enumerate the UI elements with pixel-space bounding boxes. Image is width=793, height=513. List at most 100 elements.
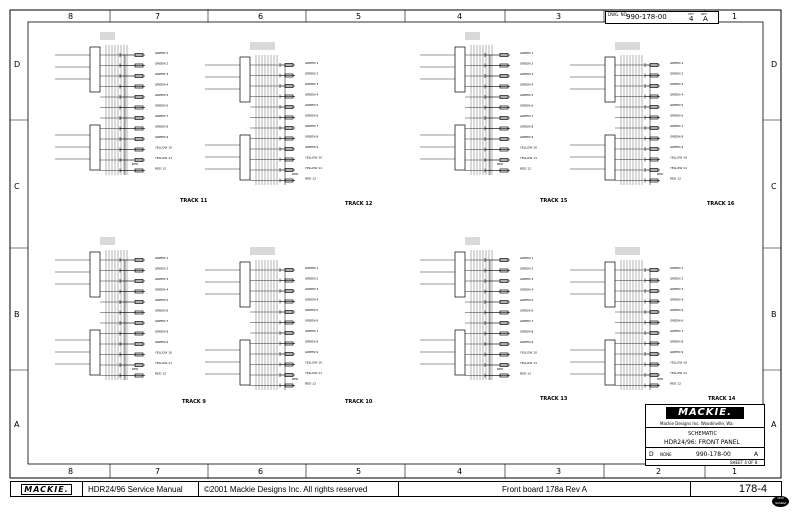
led-label: GREEN 1 (155, 256, 168, 260)
title-scale: NONE (660, 452, 672, 457)
zone-bottom-2: 2 (656, 467, 662, 476)
led-label: GREEN 5 (155, 93, 168, 97)
led-label: GREEN 6 (305, 114, 318, 118)
led-label: GREEN 7 (155, 114, 168, 118)
led-label: YELLOW 10 (305, 361, 322, 365)
ic-chip (239, 261, 251, 308)
zone-right-C: C (771, 182, 777, 191)
title-main: HDR24/96: FRONT PANEL (664, 439, 740, 446)
footer-board: Front board 178a Rev A (399, 482, 691, 496)
track-label-4: TRACK 16 (707, 201, 735, 207)
led-label: GREEN 7 (305, 329, 318, 333)
led-label: RED 12 (305, 382, 316, 386)
led-label: GREEN 2 (305, 277, 318, 281)
zone-bottom-4: 4 (457, 467, 463, 476)
title-logo: MACKIE. (666, 407, 744, 419)
led-label: GREEN 3 (670, 287, 683, 291)
led-label: RED 12 (155, 167, 166, 171)
track-label-3: TRACK 15 (540, 198, 568, 204)
led-label: GREEN 1 (670, 61, 683, 65)
led-label: GREEN 1 (305, 266, 318, 270)
led-label: GREEN 1 (520, 51, 533, 55)
track-label-1: TRACK 11 (180, 198, 208, 204)
circuit-blocks: GREEN 1 GREEN 2 GREEN 3 GREEN 4 GREEN 5 GREEN… (55, 32, 687, 390)
led-label: YELLOW 10 (155, 351, 172, 355)
ic-chip (454, 46, 466, 93)
led-label: GREEN 6 (305, 319, 318, 323)
ic-chip (604, 134, 616, 181)
led-label: GREEN 2 (520, 267, 533, 271)
led-label: GREEN 6 (670, 114, 683, 118)
track-label-5: TRACK 9 (182, 399, 206, 405)
led-label: GREEN 7 (305, 124, 318, 128)
zone-bottom-3: 3 (556, 467, 562, 476)
hdr-badge: HDR SCHEM (772, 496, 789, 507)
led-label: GREEN 7 (520, 319, 533, 323)
corner-dwg-box: DWG. NO. 990-178-00 SHT 4 REV A (605, 11, 719, 24)
led-label: GREEN 2 (670, 72, 683, 76)
ic-chip (454, 329, 466, 376)
led-label: YELLOW 11 (305, 166, 322, 170)
led-label: GREEN 1 (305, 61, 318, 65)
led-label: GREEN 8 (155, 125, 168, 129)
led-label: YELLOW 11 (670, 166, 687, 170)
led-label: GREEN 3 (520, 72, 533, 76)
led-label: GREEN 2 (155, 267, 168, 271)
zone-top-8: 8 (68, 12, 74, 21)
title-size: D (649, 451, 654, 458)
led-label: GREEN 9 (305, 145, 318, 149)
zone-left-A: A (14, 420, 20, 429)
track-label-7: TRACK 13 (540, 396, 568, 402)
led-label: GREEN 5 (520, 93, 533, 97)
ic-chip (604, 339, 616, 386)
led-label: GREEN 7 (520, 114, 533, 118)
zone-right-B: B (771, 310, 777, 319)
led-label: GREEN 9 (155, 135, 168, 139)
ic-chip (89, 46, 101, 93)
led-label: GREEN 7 (155, 319, 168, 323)
led-label: GREEN 3 (670, 82, 683, 86)
led-label: RED 12 (155, 372, 166, 376)
zone-bottom-8: 8 (68, 467, 74, 476)
outer-border (9, 9, 782, 479)
title-company: Mackie Designs Inc. Woodinville, Wa. (660, 421, 734, 426)
led-tag: RED (657, 172, 664, 176)
zone-top-6: 6 (258, 12, 264, 21)
led-label: GREEN 7 (670, 124, 683, 128)
zone-bottom-1: 1 (732, 467, 738, 476)
led-label: GREEN 2 (520, 62, 533, 66)
led-tag: RED (497, 367, 504, 371)
led-label: GREEN 6 (155, 104, 168, 108)
title-rev: A (754, 451, 759, 458)
led-label: GREEN 9 (670, 350, 683, 354)
led-label: GREEN 6 (520, 309, 533, 313)
ic-chip (604, 261, 616, 308)
led-label: GREEN 3 (305, 287, 318, 291)
led-label: GREEN 8 (155, 330, 168, 334)
led-label: GREEN 6 (670, 319, 683, 323)
led-label: GREEN 8 (670, 135, 683, 139)
led-label: GREEN 1 (155, 51, 168, 55)
ic-chip (604, 56, 616, 103)
ic-chip (454, 251, 466, 298)
led-label: GREEN 3 (155, 72, 168, 76)
led-label: GREEN 1 (520, 256, 533, 260)
zone-bottom-6: 6 (258, 467, 264, 476)
led-label: GREEN 4 (670, 298, 683, 302)
led-label: GREEN 8 (520, 125, 533, 129)
led-tag: RED (657, 377, 664, 381)
led-label: RED 12 (520, 372, 531, 376)
zone-top-5: 5 (356, 12, 362, 21)
title-block: MACKIE. Mackie Designs Inc. Woodinville,… (645, 404, 765, 466)
led-label: GREEN 2 (305, 72, 318, 76)
led-label: GREEN 9 (520, 135, 533, 139)
page-footer: MACKIE. HDR24/96 Service Manual ©2001 Ma… (10, 481, 782, 497)
led-label: GREEN 4 (155, 288, 168, 292)
